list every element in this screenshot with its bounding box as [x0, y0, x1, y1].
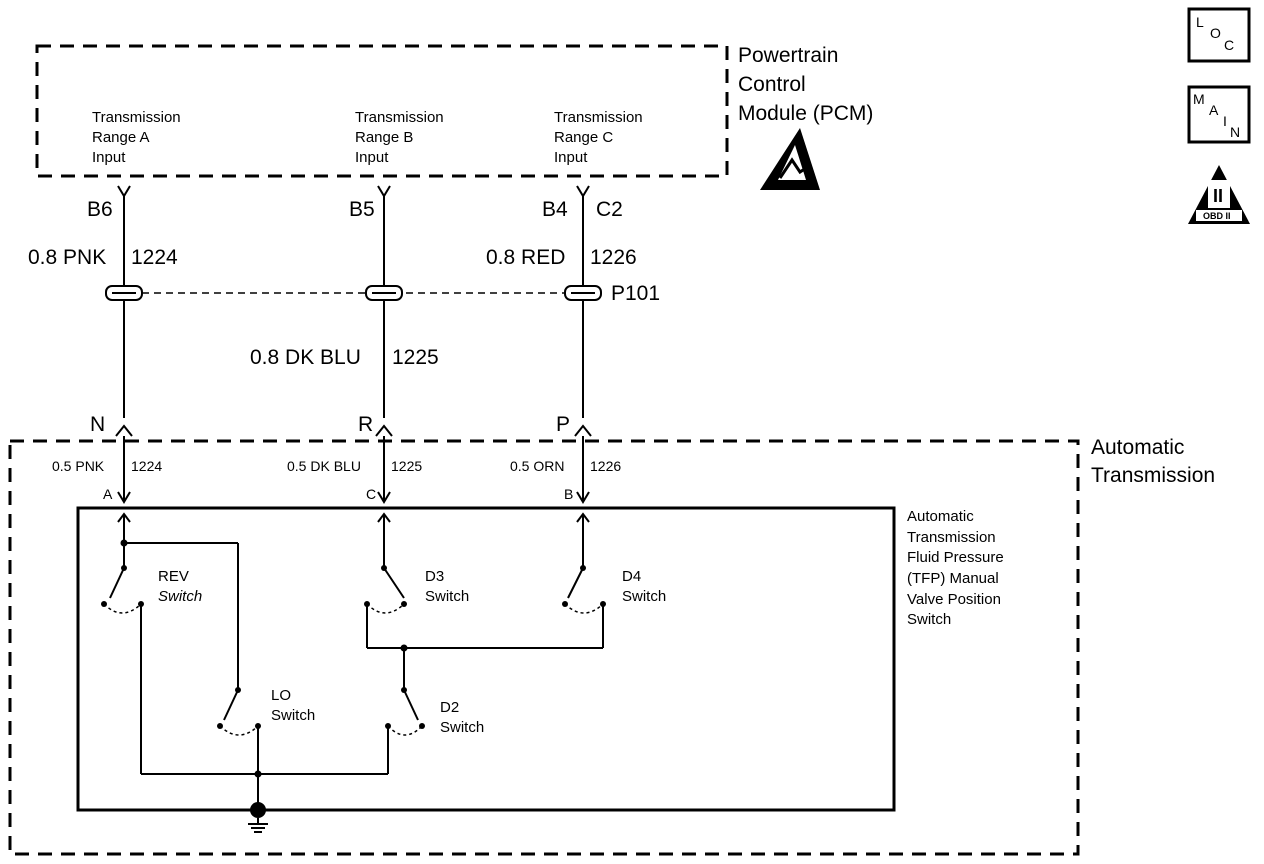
lower-wire-left-circuit: 1224: [131, 458, 162, 474]
svg-text:Range B: Range B: [355, 129, 413, 146]
switch-pin-c: C: [366, 486, 376, 502]
trans-pin-n: N: [90, 413, 105, 436]
loc-icon: L O C: [1187, 7, 1251, 63]
svg-text:Range A: Range A: [92, 129, 150, 146]
svg-text:Transmission: Transmission: [92, 109, 181, 126]
pin-b4: B4: [542, 198, 568, 221]
svg-text:Valve Position: Valve Position: [907, 591, 1001, 608]
d4-switch-word: Switch: [622, 588, 666, 605]
rev-switch-word: Switch: [158, 588, 202, 605]
connector-p101-label: P101: [611, 282, 660, 305]
svg-text:O: O: [1210, 25, 1221, 41]
d3-switch-name: D3: [425, 568, 444, 585]
lower-wire-left-size-color: 0.5 PNK: [52, 458, 105, 474]
main-icon: M A I N: [1187, 85, 1251, 144]
svg-text:(TFP) Manual: (TFP) Manual: [907, 570, 999, 587]
svg-text:Transmission: Transmission: [907, 529, 996, 546]
tfp-label: Automatic Transmission Fluid Pressure (T…: [907, 508, 1004, 628]
svg-text:Transmission: Transmission: [355, 109, 444, 126]
d2-switch-word: Switch: [440, 719, 484, 736]
lower-wire-center-circuit: 1225: [391, 458, 422, 474]
switch-pin-a: A: [103, 486, 113, 502]
svg-text:Automatic: Automatic: [907, 508, 974, 525]
pcm-box: [35, 44, 729, 178]
svg-text:L: L: [1196, 14, 1204, 30]
svg-text:Fluid Pressure: Fluid Pressure: [907, 549, 1004, 566]
svg-text:OBD II: OBD II: [1203, 211, 1231, 221]
svg-text:I: I: [1223, 113, 1227, 129]
pcm-title-line1: Powertrain: [738, 44, 838, 67]
pcm-pin-connectors: [117, 185, 590, 198]
svg-text:C: C: [1224, 37, 1234, 53]
wire-center-size-color: 0.8 DK BLU: [250, 346, 361, 369]
svg-text:A: A: [1209, 102, 1219, 118]
pin-c2: C2: [596, 198, 623, 221]
pcm-title-line2: Control: [738, 73, 806, 96]
connector-body: [105, 285, 602, 301]
tfp-switch-box: [76, 506, 896, 812]
svg-text:Input: Input: [355, 149, 389, 166]
wire-right-circuit: 1226: [590, 246, 637, 269]
wire-left-size-color: 0.8 PNK: [28, 246, 106, 269]
internal-wiring: [101, 512, 606, 808]
d4-switch-name: D4: [622, 568, 641, 585]
lo-switch-name: LO: [271, 687, 291, 704]
pcm-input-a: Transmission Range A Input: [92, 109, 181, 166]
wire-center-circuit: 1225: [392, 346, 439, 369]
obd-ii-icon: II OBD II: [1188, 165, 1250, 224]
wire-left-circuit: 1224: [131, 246, 178, 269]
ground-icon: [248, 802, 268, 833]
transmission-title-line1: Automatic: [1091, 436, 1184, 459]
trans-pin-r: R: [358, 413, 373, 436]
svg-text:Switch: Switch: [907, 611, 951, 628]
wire-right-size-color: 0.8 RED: [486, 246, 565, 269]
svg-text:II: II: [1213, 186, 1223, 206]
switch-pin-b: B: [564, 486, 573, 502]
pcm-input-b: Transmission Range B Input: [355, 109, 444, 166]
trans-pin-p: P: [556, 413, 570, 436]
svg-text:Input: Input: [554, 149, 588, 166]
pcm-title-line3: Module (PCM): [738, 102, 873, 125]
pin-b5: B5: [349, 198, 375, 221]
lo-switch-word: Switch: [271, 707, 315, 724]
trans-pin-connectors: [115, 424, 592, 437]
esd-warning-icon: [760, 128, 820, 190]
svg-text:Transmission: Transmission: [554, 109, 643, 126]
lower-wire-right-size-color: 0.5 ORN: [510, 458, 564, 474]
pcm-input-c: Transmission Range C Input: [554, 109, 643, 166]
d2-switch-name: D2: [440, 699, 459, 716]
lower-wire-center-size-color: 0.5 DK BLU: [287, 458, 361, 474]
svg-text:N: N: [1230, 124, 1240, 140]
lower-wire-right-circuit: 1226: [590, 458, 621, 474]
transmission-title-line2: Transmission: [1091, 464, 1215, 487]
svg-text:Range C: Range C: [554, 129, 613, 146]
switch-pin-connectors: [117, 491, 590, 504]
svg-text:Input: Input: [92, 149, 126, 166]
rev-switch-name: REV: [158, 568, 189, 585]
pin-b6: B6: [87, 198, 113, 221]
svg-text:M: M: [1193, 91, 1205, 107]
transmission-box: [8, 439, 1080, 856]
d3-switch-word: Switch: [425, 588, 469, 605]
